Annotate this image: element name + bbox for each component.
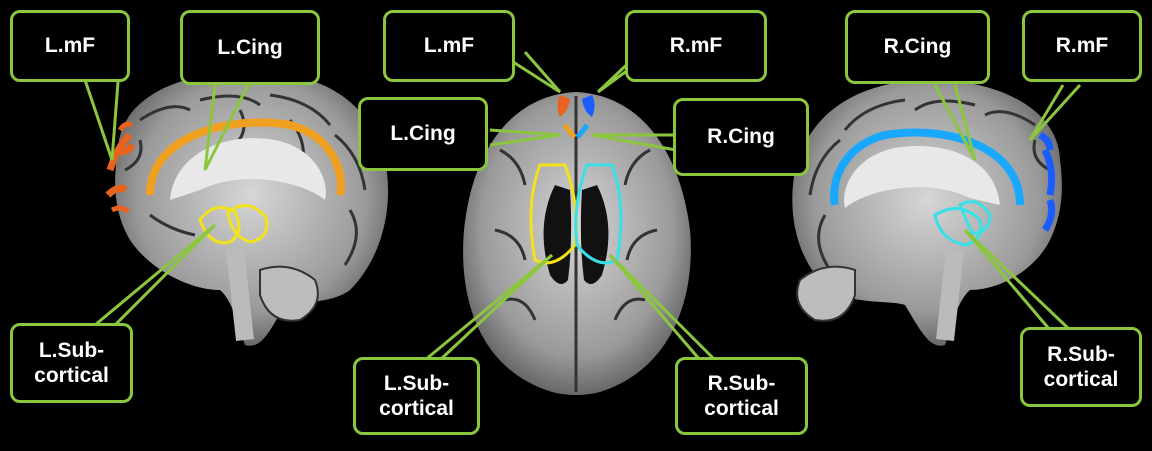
label-mid-right-sub-line2: cortical [704,396,779,421]
label-left-cing-text: L.Cing [217,35,282,60]
label-right-mF: R.mF [1022,10,1142,82]
label-left-mF-text: L.mF [45,33,95,58]
label-mid-right-mF-text: R.mF [670,33,723,58]
label-right-subcortical: R.Sub- cortical [1020,327,1142,407]
label-left-sub-line2: cortical [34,363,109,388]
label-mid-right-mF: R.mF [625,10,767,82]
label-left-subcortical: L.Sub- cortical [10,323,133,403]
label-mid-left-cing-text: L.Cing [390,121,455,146]
label-right-cing: R.Cing [845,10,990,84]
leader-right-mF [1030,85,1080,140]
label-left-sub-line1: L.Sub- [39,338,104,363]
label-mid-left-subcortical: L.Sub- cortical [353,357,480,435]
axial-brain [463,92,691,395]
leader-mid-lmF [510,52,560,92]
label-right-sub-line1: R.Sub- [1047,342,1115,367]
left-sagittal-brain [108,72,388,346]
label-mid-right-cing: R.Cing [673,98,809,176]
label-left-mF: L.mF [10,10,130,82]
label-mid-left-sub-line2: cortical [379,396,454,421]
label-mid-right-subcortical: R.Sub- cortical [675,357,808,435]
label-right-sub-line2: cortical [1044,367,1119,392]
leader-left-mF [85,80,118,160]
right-sagittal-brain [792,80,1062,346]
label-right-cing-text: R.Cing [884,34,952,59]
label-right-mF-text: R.mF [1056,33,1109,58]
label-mid-left-mF-text: L.mF [424,33,474,58]
label-left-cing: L.Cing [180,10,320,85]
label-mid-left-cing: L.Cing [358,97,488,171]
label-mid-right-cing-text: R.Cing [707,124,775,149]
label-mid-left-mF: L.mF [383,10,515,82]
label-mid-left-sub-line1: L.Sub- [384,371,449,396]
label-mid-right-sub-line1: R.Sub- [708,371,776,396]
